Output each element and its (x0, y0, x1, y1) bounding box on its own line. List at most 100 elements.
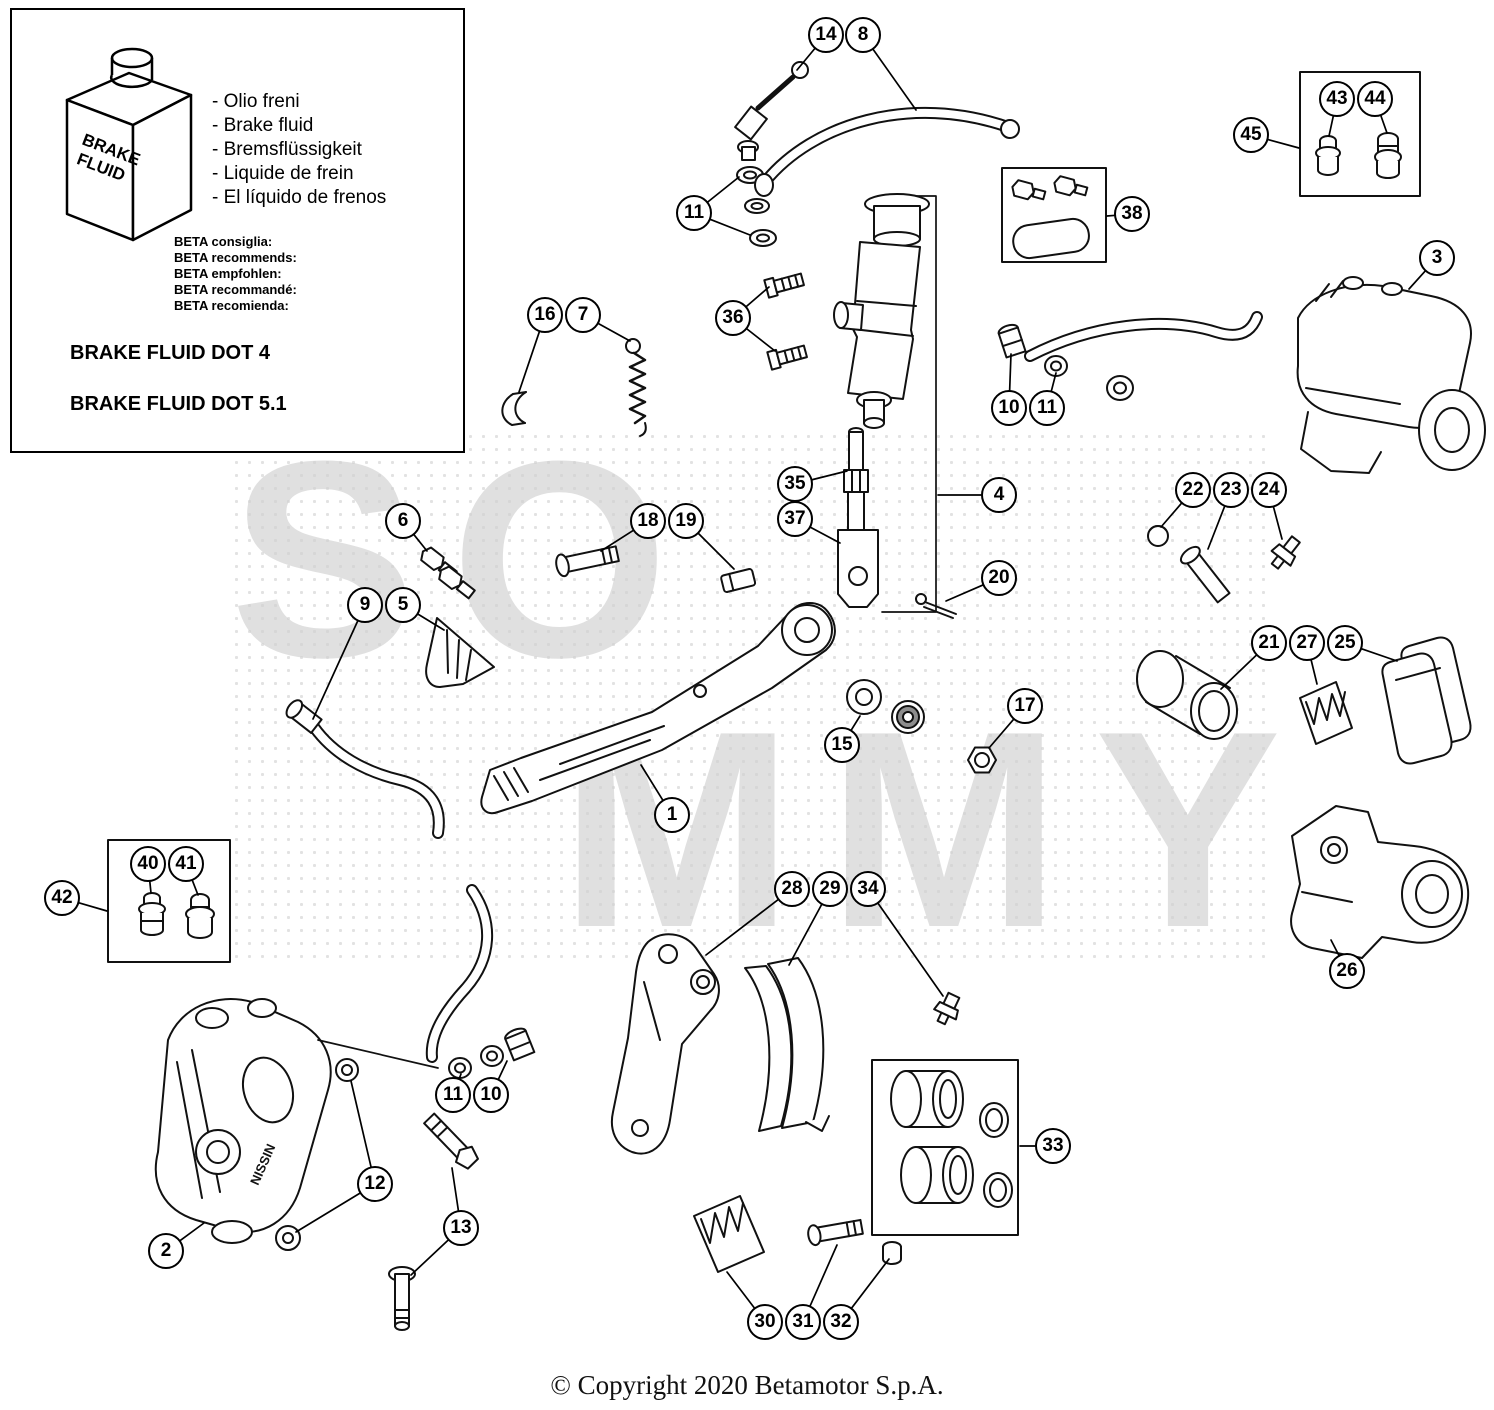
part-cap-22 (1147, 525, 1169, 547)
part-bearing-15 (846, 679, 925, 734)
beta-recommend-list: BETA consiglia:BETA recommends:BETA empf… (174, 234, 297, 314)
leader-42 (78, 902, 108, 912)
callout-17: 17 (1007, 688, 1043, 724)
fluid-name-list: - Olio freni- Brake fluid- Bremsflüssigk… (212, 90, 386, 210)
leader-38 (1106, 214, 1115, 217)
part-clip-16 (501, 391, 527, 426)
part-pedal-tip-5 (425, 617, 495, 688)
leader-25 (1361, 648, 1398, 662)
leader-35 (811, 470, 848, 481)
leader-lines (78, 48, 1426, 1309)
callout-11-mid: 11 (1029, 390, 1065, 426)
text-line: BETA recommandé: (174, 282, 297, 297)
leader-31 (809, 1244, 838, 1307)
leader-12 (295, 1192, 361, 1233)
part-hose-8 (754, 106, 1020, 197)
leader-9 (312, 620, 359, 720)
leader-26 (1330, 939, 1340, 956)
leader-13 (451, 1167, 460, 1212)
leader-21 (1220, 654, 1257, 690)
callout-9: 9 (347, 587, 383, 623)
callout-34: 34 (850, 871, 886, 907)
text-line: - El líquido de frenos (212, 187, 387, 208)
callout-35: 35 (777, 466, 813, 502)
callout-8: 8 (845, 17, 881, 53)
leader-5 (417, 613, 445, 631)
callout-10-mid: 10 (991, 390, 1027, 426)
part-brake-pedal-1 (480, 602, 836, 815)
callout-32: 32 (823, 1304, 859, 1340)
leader-43 (1328, 115, 1335, 137)
leader-3 (1408, 270, 1426, 290)
callout-37: 37 (777, 501, 813, 537)
part-front-hose (317, 884, 494, 1069)
text-line: - Liquide de frein (212, 163, 354, 184)
dot51-text: BRAKE FLUID DOT 5.1 (70, 393, 287, 415)
callout-26: 26 (1329, 953, 1365, 989)
leader-29 (788, 903, 823, 966)
leader-7 (597, 322, 631, 342)
leader-17 (988, 718, 1015, 749)
part-master-cylinder (833, 193, 930, 429)
leader-36 (746, 328, 776, 352)
part-bracket-28 (611, 933, 720, 1155)
text-line: BETA empfohlen: (174, 266, 282, 281)
part-pin-18 (555, 545, 620, 578)
callout-1: 1 (654, 797, 690, 833)
part-pushrod-35-37 (837, 427, 879, 608)
leader-15 (850, 715, 861, 731)
callout-36: 36 (715, 300, 751, 336)
callout-4: 4 (981, 477, 1017, 513)
leader-10-bottom (497, 1060, 508, 1080)
part-spring-7 (625, 338, 647, 437)
part-pads-29 (744, 957, 830, 1132)
part-bracket-26 (1290, 805, 1470, 959)
leader-28 (705, 899, 779, 956)
part-bolts-43-44 (1315, 132, 1402, 179)
callout-22: 22 (1175, 472, 1211, 508)
leader-23 (1207, 505, 1226, 550)
callout-41: 41 (168, 846, 204, 882)
part-pistons-33 (890, 1070, 1013, 1208)
callout-24: 24 (1251, 472, 1287, 508)
leader-8 (872, 48, 917, 111)
part-clip-19 (720, 568, 757, 593)
callout-5: 5 (385, 587, 421, 623)
part-rod-14 (734, 61, 809, 161)
leader-34 (877, 902, 944, 997)
callout-11-bottom: 11 (435, 1077, 471, 1113)
leader-40 (149, 881, 152, 894)
callout-12: 12 (357, 1166, 393, 1202)
part-spring-plate-30 (693, 1195, 765, 1273)
callout-21: 21 (1251, 625, 1287, 661)
part-pin-23 (1179, 545, 1231, 604)
text-line: - Bremsflüssigkeit (212, 139, 362, 160)
leader-37 (810, 526, 841, 544)
callout-38: 38 (1114, 196, 1150, 232)
callout-2: 2 (148, 1233, 184, 1269)
copyright-text: © Copyright 2020 Betamotor S.p.A. (550, 1370, 944, 1400)
part-spring-plate-27 (1299, 681, 1353, 745)
leader-13 (410, 1239, 449, 1276)
callout-33: 33 (1035, 1128, 1071, 1164)
leader-22 (1160, 502, 1183, 528)
leader-1 (640, 764, 664, 801)
text-line: BETA consiglia: (174, 234, 273, 249)
callout-31: 31 (785, 1304, 821, 1340)
callout-25: 25 (1327, 625, 1363, 661)
callout-13: 13 (443, 1210, 479, 1246)
callout-30: 30 (747, 1304, 783, 1340)
part-screws-36 (763, 272, 808, 371)
leader-44 (1380, 115, 1388, 134)
part-cotter-pin-20 (915, 593, 957, 619)
part-bolts-6 (420, 546, 476, 600)
callout-15: 15 (824, 727, 860, 763)
callout-44: 44 (1357, 81, 1393, 117)
part-front-caliper-2: NISSIN (154, 998, 332, 1244)
callout-23: 23 (1213, 472, 1249, 508)
leader-27 (1310, 659, 1318, 685)
leader-11-top (709, 218, 751, 236)
callout-42: 42 (44, 880, 80, 916)
